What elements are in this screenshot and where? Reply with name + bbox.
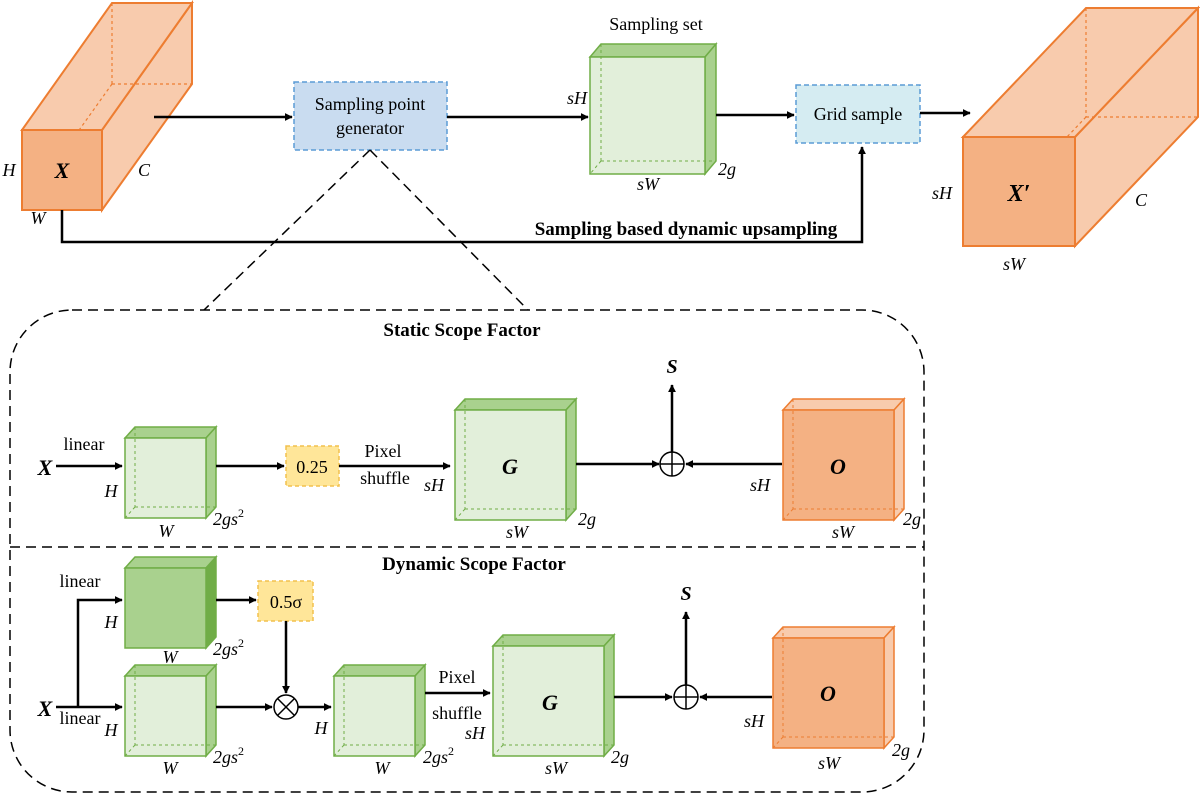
output-dim-w: sW <box>1003 254 1027 274</box>
dynamic-g-label: G <box>542 690 558 715</box>
dynamic-g-dim-w: sW <box>545 758 569 778</box>
dynamic-pixel-label: Pixel <box>438 667 475 687</box>
dynamic-g-cube: G sH sW 2g <box>465 633 629 778</box>
sampling-set-dim-h: sH <box>567 88 588 108</box>
sampling-set-title: Sampling set <box>609 14 703 34</box>
static-x-label: X <box>37 455 54 480</box>
static-scope-section: Static Scope Factor X linear H W 2gs2 0.… <box>37 320 921 542</box>
dynamic-o-dim-w: sW <box>818 753 842 773</box>
dynamic-times-node <box>273 694 299 720</box>
sampling-set-cube: Sampling set sH sW 2g <box>567 14 736 194</box>
dynamic-cube-mid-dim-h: H <box>314 718 329 738</box>
zoom-line-left <box>203 149 371 311</box>
dynamic-shuffle-label: shuffle <box>432 703 482 723</box>
output-tensor-label: X′ <box>1007 181 1031 207</box>
static-title: Static Scope Factor <box>383 320 541 341</box>
output-dim-h: sH <box>932 183 953 203</box>
grid-sample-label: Grid sample <box>814 104 902 124</box>
dynamic-cube-top-dim-w: W <box>163 647 180 667</box>
dynamic-o-cube: O sH sW 2g <box>744 625 910 773</box>
zoom-line-right <box>369 149 529 311</box>
static-g-dim-w: sW <box>506 522 530 542</box>
dynamic-cube-bottom-dim-w: W <box>163 758 180 778</box>
dynamic-branch-top <box>76 596 123 707</box>
output-dim-c: C <box>1135 190 1148 210</box>
static-cube-1: H W 2gs2 <box>104 425 244 541</box>
dynamic-cube-bottom: H W 2gs2 <box>104 663 244 778</box>
dynamic-g-dim-d: 2g <box>611 747 629 767</box>
static-g-dim-d: 2g <box>578 509 596 529</box>
static-factor-label: 0.25 <box>296 457 328 477</box>
static-factor-box: 0.25 <box>285 445 340 487</box>
static-o-dim-d: 2g <box>903 509 921 529</box>
dynamic-plus-node <box>673 684 699 710</box>
input-dim-c: C <box>138 160 151 180</box>
sampling-point-generator-box: Sampling point generator <box>293 81 448 151</box>
static-linear-label: linear <box>64 434 105 454</box>
dynamic-cube-bottom-dim-h: H <box>104 720 119 740</box>
static-shuffle-label: shuffle <box>360 468 410 488</box>
static-o-dim-h: sH <box>750 475 771 495</box>
static-pixel-label: Pixel <box>364 441 401 461</box>
dynamic-o-dim-h: sH <box>744 711 765 731</box>
pipeline-caption: Sampling based dynamic upsampling <box>535 219 838 240</box>
input-dim-h: H <box>2 160 17 180</box>
dynamic-x-label: X <box>37 696 54 721</box>
dynamic-cube-bottom-dim-d: 2gs2 <box>213 744 244 767</box>
static-cube1-dim-h: H <box>104 481 119 501</box>
dynamic-factor-label: 0.5σ <box>270 592 303 612</box>
dynamic-g-dim-h: sH <box>465 723 486 743</box>
static-cube1-dim-d: 2gs2 <box>213 506 244 529</box>
dynamic-cube-top-dim-h: H <box>104 612 119 632</box>
dynamic-title: Dynamic Scope Factor <box>382 554 566 575</box>
dynamic-s-label: S <box>680 583 691 605</box>
generator-line1: Sampling point <box>315 94 426 114</box>
input-dim-w: W <box>31 208 48 228</box>
static-s-label: S <box>666 356 677 378</box>
dynamic-cube-mid-dim-w: W <box>375 758 392 778</box>
sampling-set-dim-d: 2g <box>718 159 736 179</box>
static-o-cube: O sH sW 2g <box>750 397 921 542</box>
static-plus-node <box>659 451 685 477</box>
dynamic-scope-section: Dynamic Scope Factor X linear linear H W… <box>37 554 910 778</box>
detail-panel-border <box>9 309 925 793</box>
input-tensor-label: X <box>54 158 71 183</box>
input-tensor-x: X H W C <box>2 0 194 228</box>
grid-sample-box: Grid sample <box>795 84 921 144</box>
sampling-set-dim-w: sW <box>637 174 661 194</box>
dynamic-o-dim-d: 2g <box>892 740 910 760</box>
static-g-cube: G sH sW 2g <box>424 397 596 542</box>
skip-connection-line <box>60 146 866 244</box>
dynamic-cube-mid-dim-d: 2gs2 <box>423 744 454 767</box>
static-g-label: G <box>502 454 518 479</box>
static-o-dim-w: sW <box>832 522 856 542</box>
static-o-label: O <box>830 454 846 479</box>
dynamic-cube-top: H W 2gs2 <box>104 555 244 667</box>
dynamic-factor-box: 0.5σ <box>257 580 314 622</box>
static-cube1-dim-w: W <box>159 521 176 541</box>
dynamic-cube-mid: H W 2gs2 <box>314 663 454 778</box>
static-g-dim-h: sH <box>424 475 445 495</box>
output-tensor-x-prime: X′ sH sW C <box>932 5 1200 274</box>
dynamic-linear-top-label: linear <box>60 571 101 591</box>
dynamic-o-label: O <box>820 681 836 706</box>
generator-line2: generator <box>336 118 404 138</box>
dynamic-linear-bottom-label: linear <box>60 708 101 728</box>
dynamic-cube-top-dim-d: 2gs2 <box>213 636 244 659</box>
